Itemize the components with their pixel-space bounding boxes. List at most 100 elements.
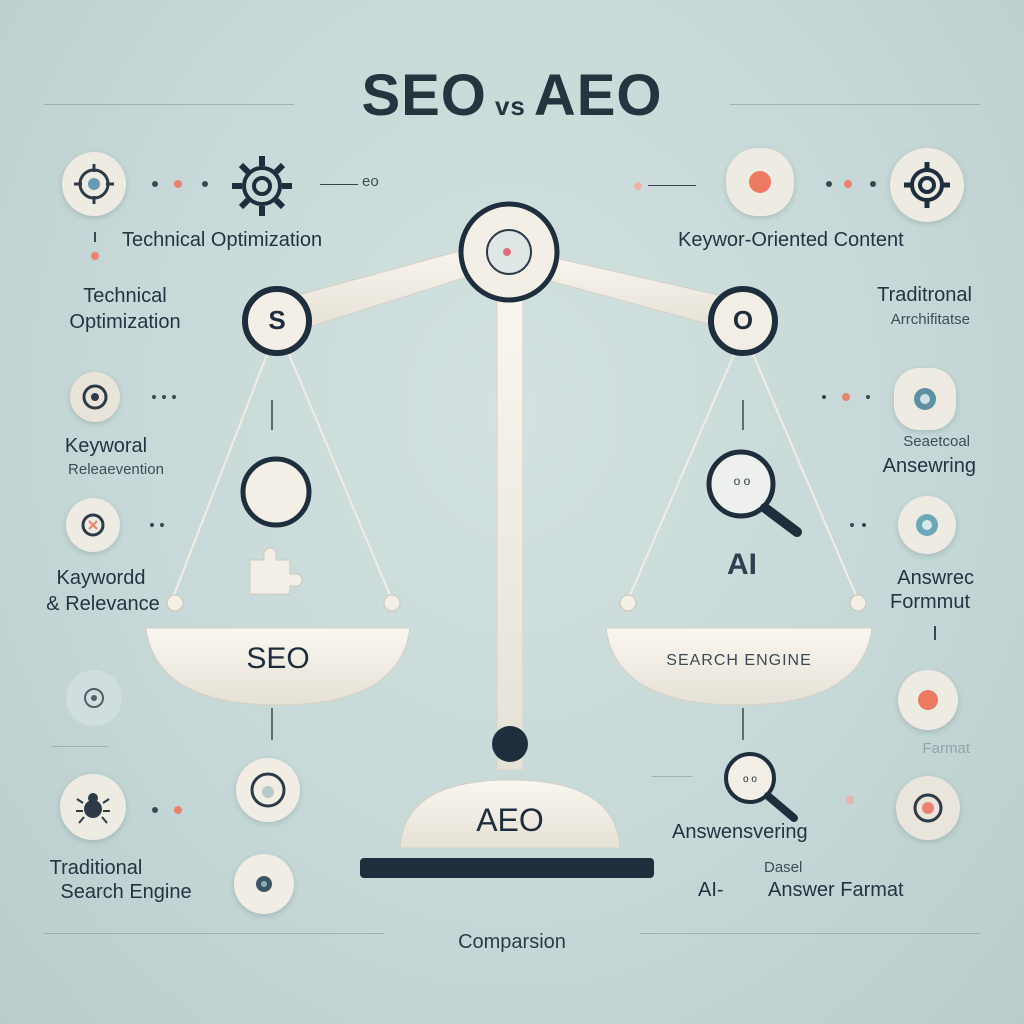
magnifier-handle: [760, 503, 802, 537]
connector-dot: [152, 395, 156, 399]
swirl-icon: [236, 758, 300, 822]
knot-3: [619, 594, 637, 612]
base-label: AEO: [476, 802, 544, 838]
string-left-a: [171, 351, 269, 601]
scale-plinth: [360, 858, 654, 878]
title-rule-left: [44, 104, 294, 105]
scale-base: [399, 779, 621, 849]
flower-icon: [726, 148, 794, 216]
connector-dot: [152, 181, 158, 187]
title-seo: SEO: [361, 63, 487, 128]
target-icon: [62, 152, 126, 216]
sun-gear-icon: [66, 670, 122, 726]
pan-right: [605, 627, 873, 706]
knot-4: [849, 594, 867, 612]
connector-dot: [866, 395, 870, 399]
pan-left: [145, 627, 411, 706]
knot-2: [383, 594, 401, 612]
connector-tick: [94, 232, 96, 242]
connector-dot: [822, 395, 826, 399]
knot-1: [166, 594, 184, 612]
label-seaetcoal: Seaetcoal: [903, 433, 970, 450]
connector-dot: [172, 395, 176, 399]
accent-dot: [844, 180, 852, 188]
camera-icon: [70, 372, 120, 422]
accent-dot: [174, 806, 182, 814]
connector-tick: [934, 626, 936, 640]
connector-line: [648, 185, 696, 186]
label-kaywordd: Kaywordd: [56, 567, 146, 589]
magnifier-icon: o o: [716, 746, 806, 826]
gear-icon: [226, 150, 298, 222]
lens-icon: [896, 776, 960, 840]
label-releaevention: Releaevention: [68, 461, 164, 478]
connector-dot: [160, 523, 164, 527]
top-pivot-dot: [503, 248, 511, 256]
left-joint-letter: S: [268, 305, 286, 335]
label-traditronal: Traditronal: [877, 284, 972, 306]
label-technical: Technical: [83, 285, 167, 307]
puzzle-icon: [66, 498, 120, 552]
label-answrec: Answrec: [897, 567, 974, 589]
footer-label: Comparsion: [458, 931, 566, 953]
connector-dot: [862, 523, 866, 527]
label-keyword-oriented-content: Keywor-Oriented Content: [678, 229, 904, 251]
scale-post: [496, 269, 524, 771]
connector-text: eo: [362, 173, 379, 190]
label-relevance: & Relevance: [46, 593, 160, 615]
label-answer-farmat: Answer Farmat: [768, 879, 904, 901]
footer-rule-left: [44, 933, 384, 934]
right-pan-label: SEARCH ENGINE: [666, 652, 812, 669]
label-technical-optimization: Technical Optimization: [122, 229, 323, 251]
accent-dot: [842, 393, 850, 401]
connector-line: [320, 184, 358, 185]
string-left-b: [287, 351, 393, 601]
label-ai: AI-: [698, 879, 724, 901]
flower-icon: [898, 670, 958, 730]
magnifier-text: o o: [733, 474, 751, 488]
right-joint-letter: O: [732, 305, 754, 335]
ai-badge: AI: [727, 548, 757, 581]
label-arrchifitatse: Arrchifitatse: [890, 311, 970, 328]
label-optimization: Optimization: [69, 311, 181, 333]
bug-icon: [60, 774, 126, 840]
connector-dot: [152, 807, 158, 813]
accent-dot: [846, 796, 854, 804]
accent-dot: [634, 182, 642, 190]
puzzle-icon: [249, 547, 303, 595]
lens-icon: [234, 854, 294, 914]
left-pan-label: SEO: [246, 642, 310, 675]
sun-gear-icon: [894, 368, 956, 430]
faint-line: [652, 776, 692, 777]
label-keyworal: Keyworal: [64, 435, 148, 457]
label-answensvering: Answensvering: [672, 821, 808, 843]
magnifier-icon: [706, 449, 776, 519]
swirl-icon: [898, 496, 956, 554]
label-dasel: Dasel: [764, 859, 803, 876]
left-lens-icon: [240, 456, 312, 528]
title-aeo: AEO: [533, 63, 663, 128]
accent-dot: [91, 252, 99, 260]
label-search-engine: Search Engine: [60, 881, 192, 903]
connector-dot: [870, 181, 876, 187]
footer-rule-right: [640, 933, 980, 934]
string-right-b: [751, 351, 859, 601]
string-right-a: [627, 351, 736, 601]
title-rule-right: [730, 104, 980, 105]
post-knob: [492, 726, 528, 762]
right-joint: [708, 286, 778, 356]
label-ansewring: Ansewring: [882, 455, 976, 477]
gear-outline-icon: [890, 148, 964, 222]
accent-dot: [174, 180, 182, 188]
svg-text:o o: o o: [743, 774, 757, 785]
label-traditional: Traditional: [49, 857, 143, 879]
faint-line: [52, 746, 108, 747]
connector-dot: [202, 181, 208, 187]
connector-dot: [850, 523, 854, 527]
label-formmut: Formmut: [890, 591, 970, 613]
left-joint: [242, 286, 312, 356]
label-farmat: Farmat: [922, 740, 970, 757]
connector-dot: [826, 181, 832, 187]
